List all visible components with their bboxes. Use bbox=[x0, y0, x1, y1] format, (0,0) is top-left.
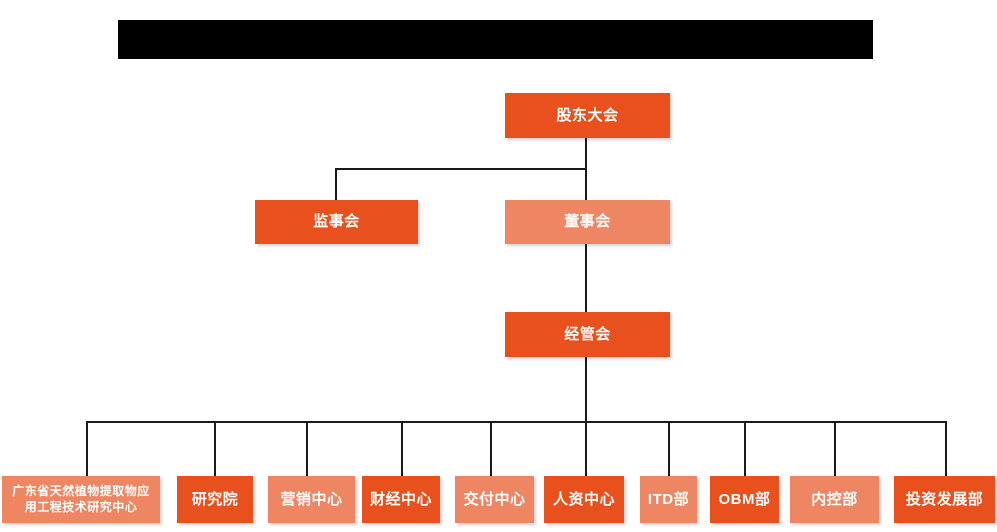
node-shareholders[interactable]: 股东大会 bbox=[505, 93, 670, 138]
connector-drop-marketing-center bbox=[306, 421, 308, 476]
connector-management-stem bbox=[585, 356, 587, 423]
connector-drop-obm-dept bbox=[744, 421, 746, 476]
node-supervisors-label: 监事会 bbox=[313, 213, 360, 231]
node-directors[interactable]: 董事会 bbox=[505, 200, 670, 244]
connector-drop-internal-control-dept bbox=[834, 421, 836, 476]
node-guangdong-center-label: 广东省天然植物提取物应 用工程技术研究中心 bbox=[12, 484, 150, 514]
connector-drop-guangdong-center bbox=[86, 421, 88, 476]
node-research-institute-label: 研究院 bbox=[191, 490, 239, 508]
node-internal-control-dept[interactable]: 内控部 bbox=[790, 476, 879, 523]
node-marketing-center-label: 营销中心 bbox=[280, 490, 343, 508]
node-obm-dept-label: OBM部 bbox=[718, 490, 771, 508]
connector-drop-itd-dept bbox=[668, 421, 670, 476]
node-guangdong-center[interactable]: 广东省天然植物提取物应 用工程技术研究中心 bbox=[2, 476, 160, 523]
redacted-title-bar bbox=[118, 20, 873, 59]
connector-shareholders-stem bbox=[585, 138, 587, 170]
node-finance-center-label: 财经中心 bbox=[369, 490, 432, 508]
connector-directors-drop bbox=[585, 168, 587, 201]
node-hr-center[interactable]: 人资中心 bbox=[544, 476, 624, 523]
node-shareholders-label: 股东大会 bbox=[556, 106, 619, 124]
node-marketing-center[interactable]: 营销中心 bbox=[268, 476, 355, 523]
node-delivery-center-label: 交付中心 bbox=[463, 490, 526, 508]
node-management-label: 经管会 bbox=[564, 325, 611, 343]
connector-directors-management bbox=[585, 243, 587, 313]
connector-drop-delivery-center bbox=[490, 421, 492, 476]
node-supervisors[interactable]: 监事会 bbox=[255, 200, 418, 244]
node-directors-label: 董事会 bbox=[564, 213, 611, 231]
node-itd-dept[interactable]: ITD部 bbox=[640, 476, 697, 523]
connector-level2-bus bbox=[335, 168, 587, 170]
node-hr-center-label: 人资中心 bbox=[552, 490, 615, 508]
node-investment-development-dept[interactable]: 投资发展部 bbox=[894, 476, 995, 523]
node-finance-center[interactable]: 财经中心 bbox=[362, 476, 440, 523]
node-investment-development-dept-label: 投资发展部 bbox=[905, 490, 984, 508]
node-management[interactable]: 经管会 bbox=[505, 312, 670, 357]
connector-drop-finance-center bbox=[401, 421, 403, 476]
connector-drop-investment-development-dept bbox=[945, 421, 947, 476]
connector-drop-research-institute bbox=[214, 421, 216, 476]
connector-departments-bus bbox=[86, 421, 946, 423]
node-obm-dept[interactable]: OBM部 bbox=[710, 476, 779, 523]
node-delivery-center[interactable]: 交付中心 bbox=[455, 476, 534, 523]
node-research-institute[interactable]: 研究院 bbox=[177, 476, 253, 523]
connector-supervisors-drop bbox=[335, 168, 337, 201]
node-itd-dept-label: ITD部 bbox=[647, 490, 690, 508]
node-internal-control-dept-label: 内控部 bbox=[811, 490, 858, 508]
connector-drop-hr-center bbox=[585, 421, 587, 476]
